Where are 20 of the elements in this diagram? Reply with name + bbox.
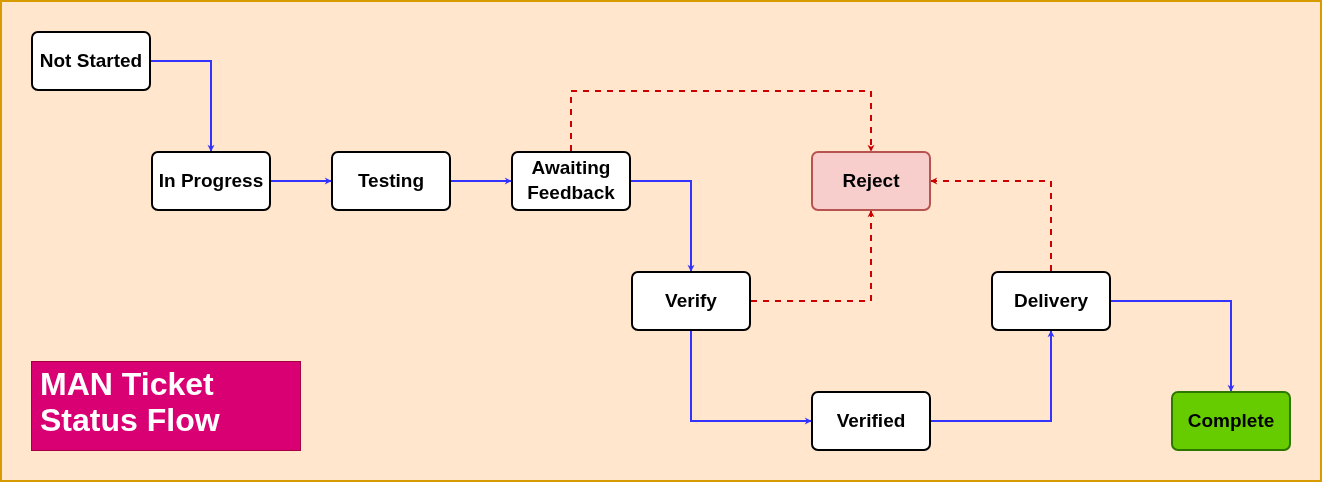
dashed-arrow	[930, 177, 1052, 272]
arrow	[270, 177, 332, 185]
status-box: Verified	[811, 391, 931, 451]
status-box: Not Started	[31, 31, 151, 91]
arrow	[690, 330, 812, 425]
title-banner: MAN Ticket Status Flow	[31, 361, 301, 451]
dashed-arrow	[570, 90, 875, 152]
arrow	[930, 330, 1055, 422]
arrow	[630, 180, 695, 272]
status-box: In Progress	[151, 151, 271, 211]
status-box: Awaiting Feedback	[511, 151, 631, 211]
status-box: Testing	[331, 151, 451, 211]
status-box: Verify	[631, 271, 751, 331]
status-box: Delivery	[991, 271, 1111, 331]
reject-box: Reject	[811, 151, 931, 211]
terminal-box: Complete	[1171, 391, 1291, 451]
arrow	[150, 60, 215, 152]
dashed-arrow	[750, 210, 875, 302]
arrow	[1110, 300, 1235, 392]
arrow	[450, 177, 512, 185]
